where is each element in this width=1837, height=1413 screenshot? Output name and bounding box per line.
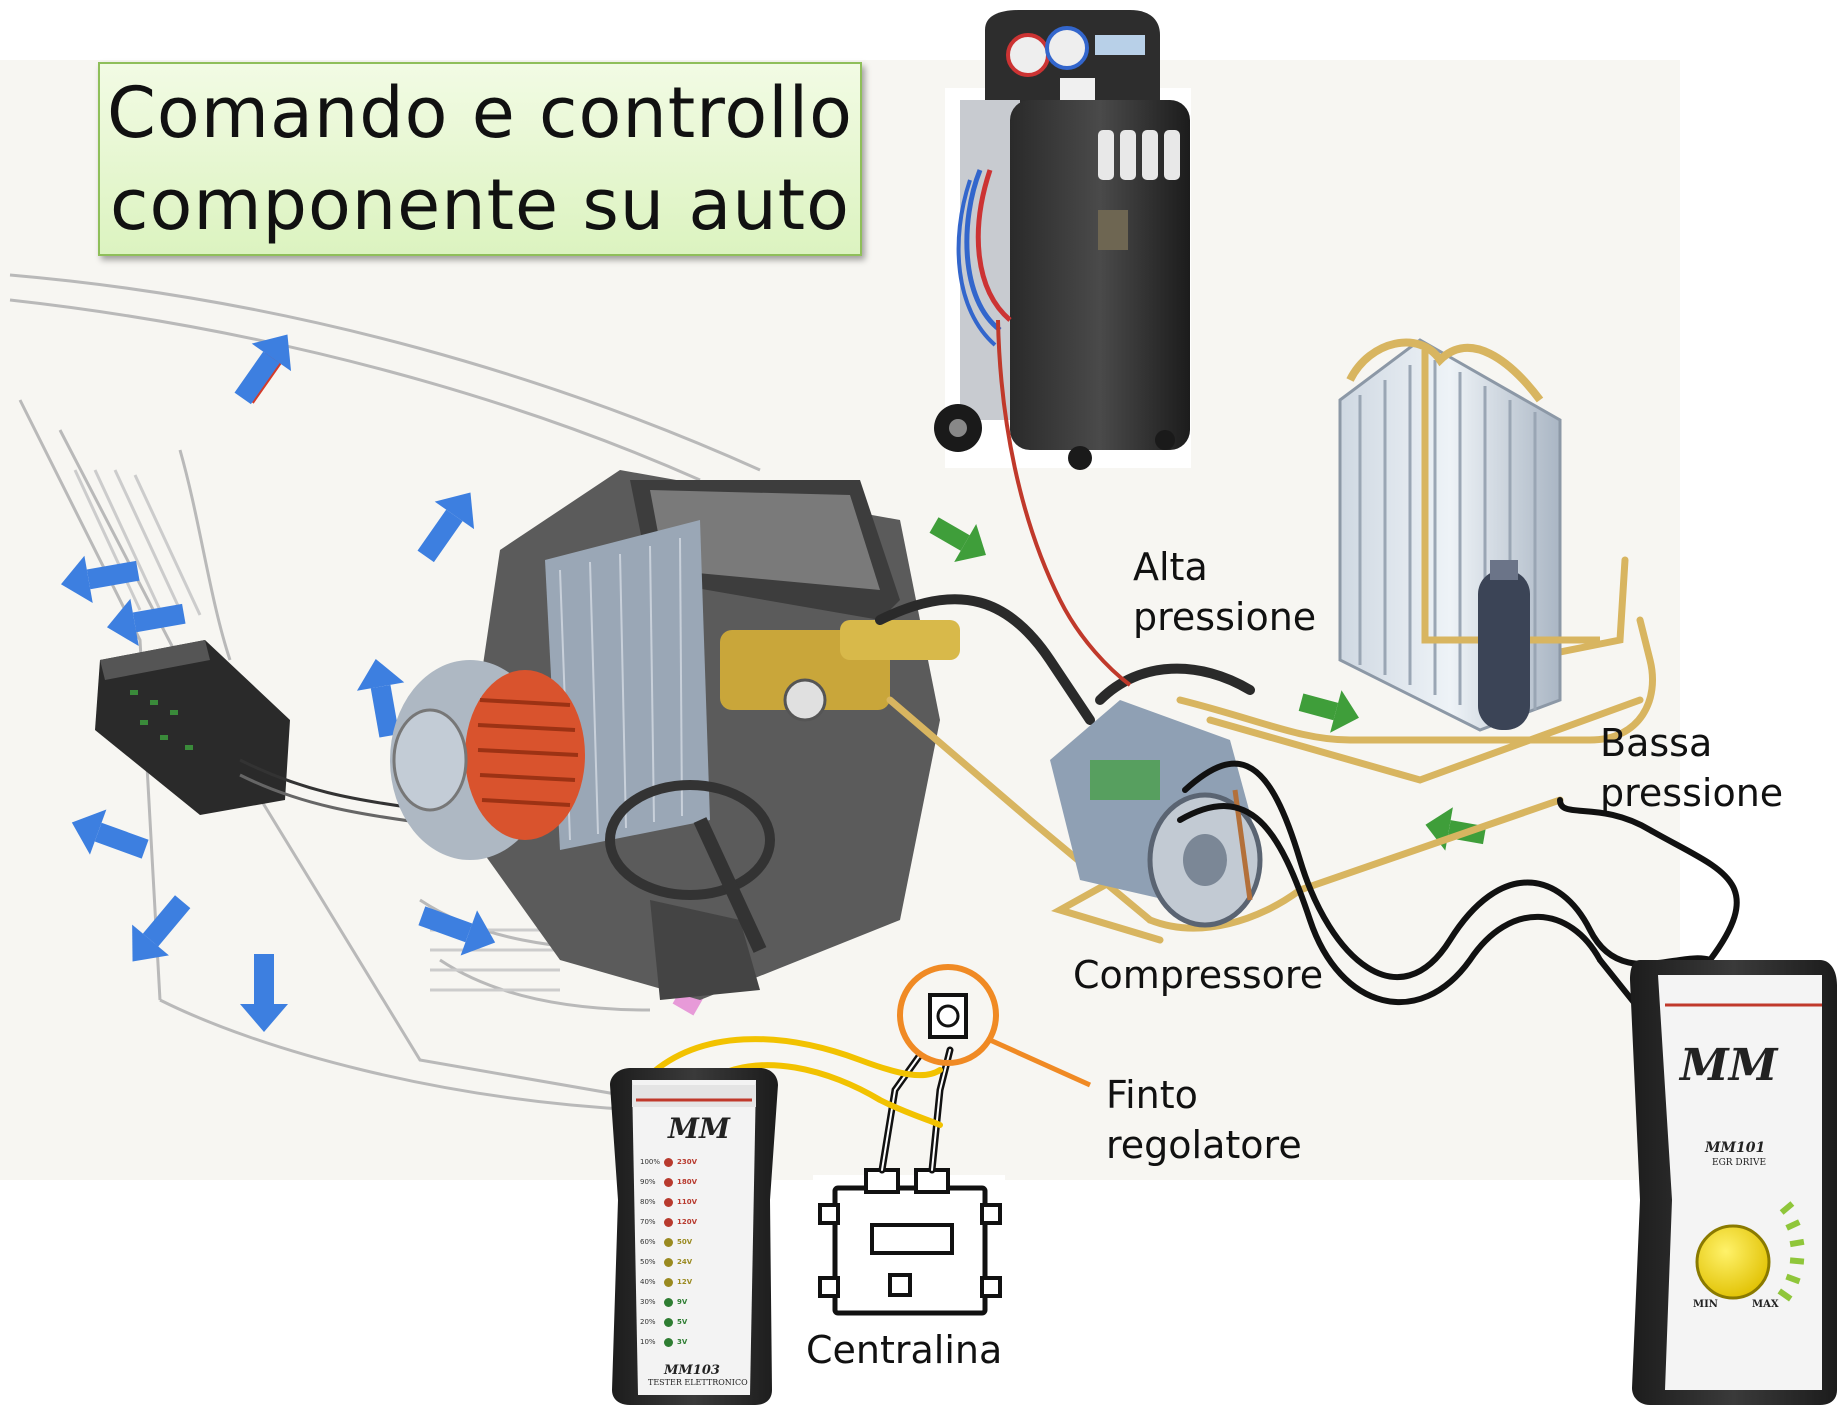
drive-max-label: MAX <box>1752 1299 1779 1310</box>
tester-led-volt: 9V <box>677 1298 688 1306</box>
tester-led-icon <box>664 1197 673 1207</box>
title-box: Comando e controllo componente su auto <box>98 62 862 256</box>
green-arrow-icon <box>929 517 986 563</box>
blue-arrow-icon <box>132 895 191 962</box>
tester-led-volt: 24V <box>677 1258 693 1266</box>
mm103-tester <box>610 1068 778 1405</box>
tester-led-percent: 40% <box>640 1278 656 1286</box>
tester-led-percent: 80% <box>640 1198 656 1206</box>
tester-led-percent: 100% <box>640 1158 661 1166</box>
receiver-drier <box>1478 560 1530 730</box>
blue-arrow-icon <box>60 555 140 604</box>
tester-led-icon <box>664 1317 673 1327</box>
high-pressure-hose <box>996 319 1132 687</box>
drive-min-label: MIN <box>1693 1299 1718 1310</box>
blue-arrow-icon <box>106 598 186 647</box>
drive-brand: MM <box>1680 1040 1778 1091</box>
label-finto-regolatore: Finto regolatore <box>1106 1070 1302 1170</box>
tester-led-icon <box>664 1157 673 1167</box>
blue-arrow-icon <box>71 809 149 859</box>
ac-recovery-station <box>934 10 1191 470</box>
tester-subtitle: TESTER ELETTRONICO <box>648 1378 748 1387</box>
tester-led-column: 100% 230V 90% 180V 80% 110V 70% 120V 60% 50V 50% 24… <box>640 1152 750 1352</box>
tester-led-percent: 10% <box>640 1338 656 1346</box>
tester-led-icon <box>664 1177 673 1187</box>
tester-led-row: 90% 180V <box>640 1172 750 1192</box>
tester-led-volt: 50V <box>677 1238 693 1246</box>
tester-led-percent: 90% <box>640 1178 656 1186</box>
tester-led-icon <box>664 1297 673 1307</box>
fake-regulator <box>897 964 1092 1088</box>
tester-led-row: 10% 3V <box>640 1332 750 1352</box>
tester-brand: MM <box>668 1112 730 1145</box>
tester-led-row: 100% 230V <box>640 1152 750 1172</box>
blue-arrow-icon <box>417 492 475 563</box>
tester-led-percent: 30% <box>640 1298 656 1306</box>
blue-arrow-icon <box>234 334 292 405</box>
tester-led-icon <box>664 1237 673 1247</box>
condenser <box>1338 338 1600 732</box>
tester-led-row: 50% 24V <box>640 1252 750 1272</box>
label-alta-line-2: pressione <box>1133 595 1317 639</box>
tester-led-icon <box>664 1257 673 1267</box>
steering-shaft <box>605 780 775 1000</box>
tester-led-volt: 5V <box>677 1318 688 1326</box>
tester-led-icon <box>664 1277 673 1287</box>
tester-led-percent: 70% <box>640 1218 656 1226</box>
tester-wires <box>647 1036 943 1128</box>
blue-arrow-icon <box>240 954 288 1032</box>
tester-led-volt: 180V <box>677 1178 698 1186</box>
ecu-unit <box>813 1168 1005 1325</box>
hvac-unit <box>390 470 960 1000</box>
label-alta-pressione: Alta pressione <box>1133 542 1316 642</box>
tester-led-volt: 3V <box>677 1338 688 1346</box>
tester-led-row: 30% 9V <box>640 1292 750 1312</box>
tester-led-row: 80% 110V <box>640 1192 750 1212</box>
label-bassa-line-2: pressione <box>1600 771 1784 815</box>
blue-arrow-icon <box>356 658 405 738</box>
tester-led-volt: 110V <box>677 1198 698 1206</box>
blower-fan <box>390 660 585 860</box>
expansion-valve <box>720 620 960 722</box>
tester-led-row: 70% 120V <box>640 1212 750 1232</box>
tester-led-volt: 120V <box>677 1218 698 1226</box>
tester-led-row: 40% 12V <box>640 1272 750 1292</box>
label-bassa-pressione: Bassa pressione <box>1600 718 1783 818</box>
led-arc <box>1777 1201 1805 1302</box>
tester-led-percent: 60% <box>640 1238 656 1246</box>
drive-model: MM101 <box>1705 1140 1766 1156</box>
tester-led-icon <box>664 1337 673 1347</box>
drive-knob[interactable] <box>1695 1224 1771 1300</box>
suction-hose <box>875 594 1255 725</box>
ecu-wires <box>878 1046 954 1174</box>
mm101-egr-drive <box>1630 960 1837 1405</box>
drive-subtitle: EGR DRIVE <box>1712 1158 1767 1168</box>
tester-led-row: 60% 50V <box>640 1232 750 1252</box>
label-finto-line-1: Finto <box>1106 1073 1198 1117</box>
title-line-2: componente su auto <box>110 164 850 246</box>
drive-signal-cables <box>1177 760 1740 1013</box>
tester-led-volt: 12V <box>677 1278 693 1286</box>
label-centralina: Centralina <box>806 1328 1003 1372</box>
label-alta-line-1: Alta <box>1133 545 1208 589</box>
tester-model: MM103 <box>664 1363 720 1378</box>
tester-led-row: 20% 5V <box>640 1312 750 1332</box>
label-finto-line-2: regolatore <box>1106 1123 1302 1167</box>
vent-grille <box>73 469 560 992</box>
tester-led-percent: 20% <box>640 1318 656 1326</box>
tester-led-volt: 230V <box>677 1158 698 1166</box>
label-bassa-line-1: Bassa <box>1600 721 1713 765</box>
label-compressore: Compressore <box>1073 953 1324 997</box>
blue-arrow-icon <box>418 906 496 956</box>
title-line-1: Comando e controllo <box>107 72 853 154</box>
tester-led-icon <box>664 1217 673 1227</box>
tester-led-percent: 50% <box>640 1258 656 1266</box>
compressor <box>1050 700 1263 928</box>
